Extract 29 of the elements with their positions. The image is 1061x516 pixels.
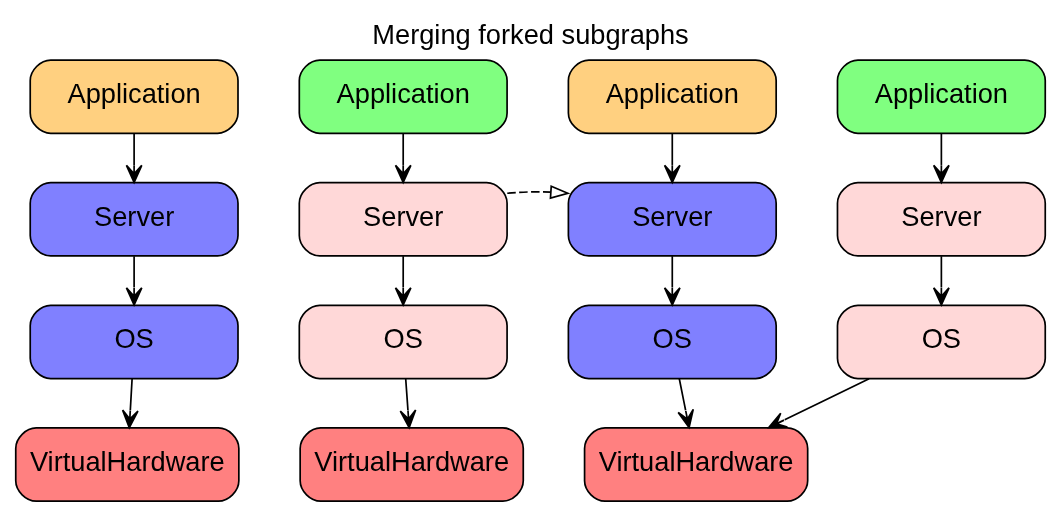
arrow (932, 254, 950, 306)
arrow (663, 254, 681, 306)
arrow (677, 377, 695, 428)
node-box: VirtualHardware (583, 426, 809, 502)
node-box: Application (298, 58, 508, 134)
node-box: OS (29, 303, 239, 379)
arrow (394, 254, 412, 306)
node-box: Server (298, 181, 508, 257)
node-box: OS (567, 303, 777, 379)
arrow (394, 132, 412, 183)
arrow (506, 184, 571, 199)
arrow (121, 377, 139, 428)
arrow (125, 132, 143, 183)
node-box: VirtualHardware (299, 426, 525, 502)
node-box: Server (567, 181, 777, 257)
node-box: Server (29, 181, 239, 257)
node-box: OS (298, 303, 508, 379)
node-box: Server (836, 181, 1047, 257)
node-box: Application (567, 58, 777, 134)
arrow (663, 132, 681, 183)
arrow (125, 254, 143, 306)
node-box: OS (836, 303, 1047, 379)
node-box: Application (836, 58, 1047, 134)
arrow (399, 377, 417, 428)
arrow (932, 132, 950, 183)
arrow (767, 377, 870, 428)
node-box: Application (29, 58, 239, 134)
node-box: VirtualHardware (14, 426, 240, 502)
diagram-title: Merging forked subgraphs (372, 18, 689, 50)
